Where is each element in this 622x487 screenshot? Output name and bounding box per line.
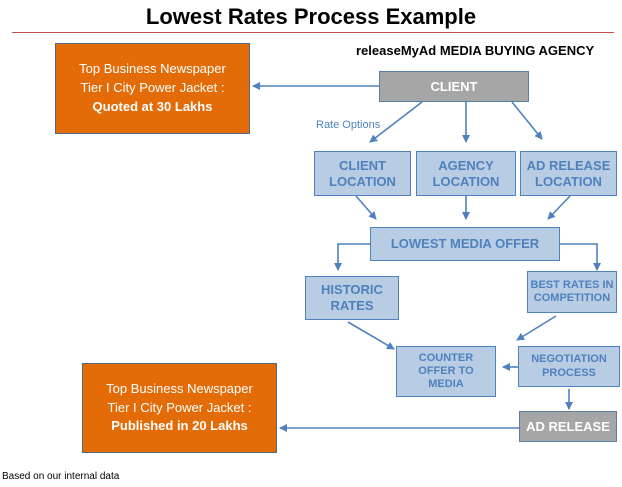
node-counter-offer-line3: MEDIA <box>428 378 464 391</box>
publish-box: Top Business Newspaper Tier I City Power… <box>82 363 277 453</box>
node-ad-release-location: AD RELEASE LOCATION <box>520 151 617 196</box>
node-agency-location-line2: LOCATION <box>432 173 500 189</box>
node-historic-rates-line2: RATES <box>330 298 374 313</box>
node-best-rates-line2: COMPETITION <box>533 292 611 304</box>
arrow-offer-to-historic <box>334 243 370 271</box>
node-lowest-media-offer-label: LOWEST MEDIA OFFER <box>390 236 540 252</box>
arrow-client-to-ad-release-location <box>511 101 543 140</box>
agency-label: releaseMyAd MEDIA BUYING AGENCY <box>356 43 595 58</box>
node-counter-offer-line2: OFFER TO <box>418 364 474 377</box>
node-negotiation-line2: PROCESS <box>542 366 596 379</box>
node-client: CLIENT <box>379 71 529 102</box>
node-ad-release-location-line2: LOCATION <box>535 173 602 189</box>
node-ad-release-label: AD RELEASE <box>526 418 610 434</box>
node-historic-rates-line1: HISTORIC <box>321 282 383 298</box>
arrow-offer-to-best-rates <box>560 243 601 271</box>
node-agency-location: AGENCY LOCATION <box>416 151 516 196</box>
node-counter-offer: COUNTER OFFER TO MEDIA <box>396 346 496 397</box>
rate-options-label: Rate Options <box>316 119 381 131</box>
node-lowest-media-offer: LOWEST MEDIA OFFER <box>370 227 560 261</box>
node-best-rates: BEST RATES IN COMPETITION <box>527 271 617 313</box>
node-client-location-line1: CLIENT <box>339 157 386 173</box>
node-best-rates-line1: BEST RATES IN <box>530 278 614 291</box>
node-ad-release: AD RELEASE <box>519 411 617 442</box>
quote-box: Top Business Newspaper Tier I City Power… <box>55 43 250 134</box>
title-divider <box>12 32 614 33</box>
arrow-ad-release-location-to-offer <box>547 195 571 220</box>
node-negotiation: NEGOTIATION PROCESS <box>518 346 620 387</box>
node-client-location-line2: LOCATION <box>329 173 396 189</box>
node-client-label: CLIENT <box>430 78 478 94</box>
arrow-historic-to-counter <box>347 321 395 350</box>
quote-box-line3: Quoted at 30 Lakhs <box>92 98 213 114</box>
node-counter-offer-line1: COUNTER <box>418 351 474 364</box>
node-historic-rates: HISTORIC RATES <box>305 276 399 320</box>
page-title: Lowest Rates Process Example <box>145 4 477 29</box>
quote-box-line1: Top Business Newspaper <box>79 61 226 77</box>
node-negotiation-line1: NEGOTIATION <box>531 353 607 366</box>
footnote: Based on our internal data <box>2 471 120 482</box>
node-client-location: CLIENT LOCATION <box>314 151 411 196</box>
node-agency-location-line1: AGENCY <box>438 157 494 173</box>
node-ad-release-location-line1: AD RELEASE <box>526 157 611 173</box>
publish-box-line3: Published in 20 Lakhs <box>111 418 248 434</box>
publish-box-line2: Tier I City Power Jacket : <box>107 399 252 415</box>
arrow-client-to-client-location <box>369 101 423 143</box>
arrow-client-location-to-offer <box>355 195 377 220</box>
arrow-best-rates-to-negotiation <box>516 315 557 341</box>
publish-box-line1: Top Business Newspaper <box>106 380 253 396</box>
quote-box-line2: Tier I City Power Jacket : <box>80 80 225 96</box>
